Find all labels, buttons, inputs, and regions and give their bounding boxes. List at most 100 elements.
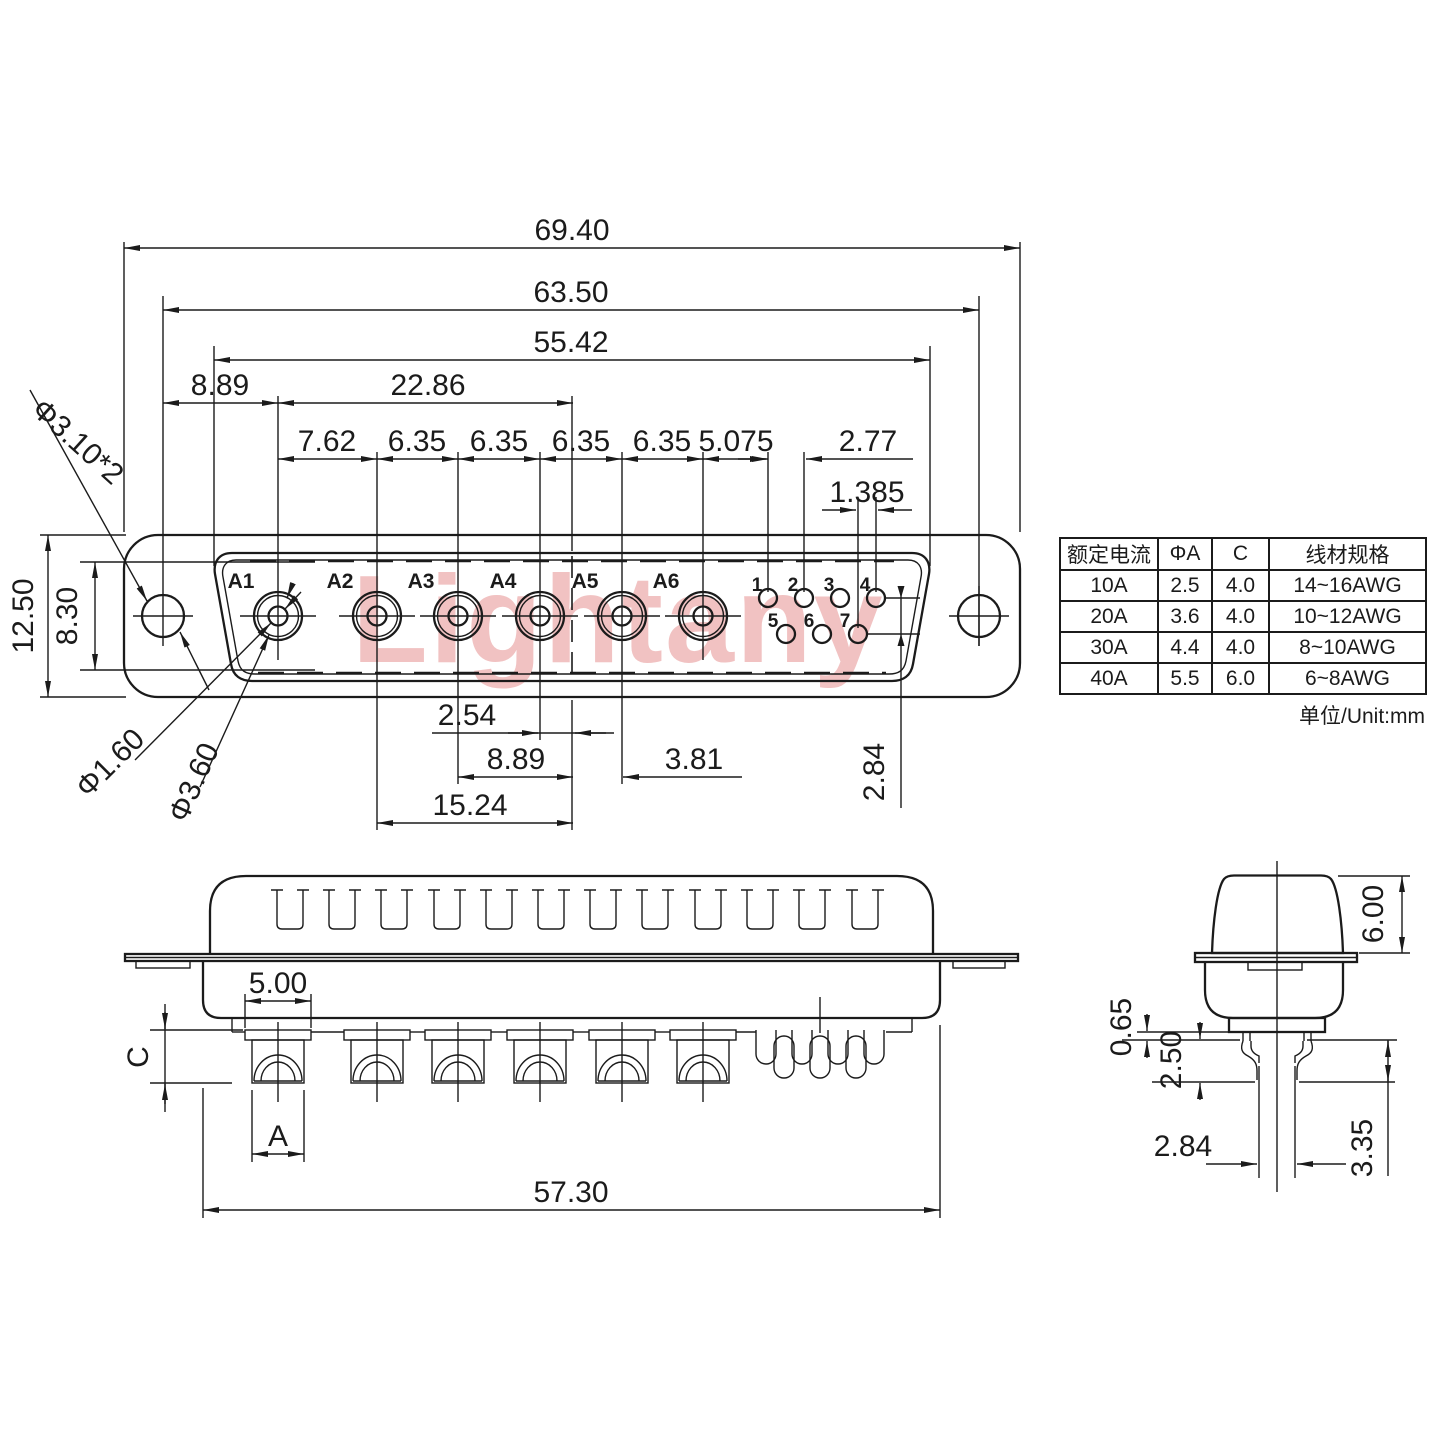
- dim-pin-row-offset: 2.84: [858, 743, 891, 801]
- dim-a1-a2: 7.62: [298, 425, 356, 458]
- spec-row-40a: 40A 5.5 6.0 6~8AWG: [1059, 662, 1427, 695]
- dim-flange-lip: 0.65: [1105, 998, 1138, 1056]
- back-shell-outline: [208, 874, 935, 954]
- unit-note: 单位/Unit:mm: [1299, 705, 1425, 728]
- mount-hole-left: [133, 593, 193, 639]
- solder-cup-a4: [506, 1022, 574, 1102]
- solder-cup-a1: [244, 1022, 312, 1102]
- col-phi-a: ΦA: [1157, 537, 1213, 571]
- cell: 30A: [1059, 631, 1159, 664]
- d-shell-outer: [213, 551, 931, 683]
- dim-shell-height: 8.30: [51, 587, 84, 645]
- solder-cup-a3: [424, 1022, 492, 1102]
- label-pin3: 3: [824, 575, 835, 596]
- cell: 4.0: [1211, 600, 1270, 633]
- label-pin7: 7: [840, 611, 851, 632]
- cell: 20A: [1059, 600, 1159, 633]
- signal-pins: [757, 587, 887, 645]
- label-a6: A6: [653, 570, 680, 593]
- dim-pin-hole-dia: Φ1.60: [70, 722, 152, 804]
- dim-a2-a3: 6.35: [388, 425, 446, 458]
- dim-row-stagger: 1.385: [829, 476, 904, 509]
- label-a3: A3: [408, 570, 435, 593]
- dim-a4-a5: 6.35: [552, 425, 610, 458]
- label-pin6: 6: [804, 611, 815, 632]
- solder-cup-a5: [588, 1022, 656, 1102]
- back-dimensions: 5.00 C A 57.30: [122, 967, 941, 1218]
- contact-a2: [339, 590, 415, 642]
- side-pin-profile: [1240, 1032, 1314, 1178]
- spec-row-10a: 10A 2.5 4.0 14~16AWG: [1059, 569, 1427, 602]
- dim-cup-step-width: 5.00: [249, 967, 307, 1000]
- cell: 10A: [1059, 569, 1159, 602]
- label-pin5: 5: [768, 611, 779, 632]
- dim-total-width: 69.40: [534, 214, 609, 247]
- cell: 5.5: [1157, 662, 1213, 695]
- label-a2: A2: [327, 570, 354, 593]
- solder-cup-a2: [343, 1022, 411, 1102]
- solder-cup-a6: [669, 1022, 737, 1102]
- mount-hole-right: [949, 586, 1009, 646]
- spec-row-20a: 20A 3.6 4.0 10~12AWG: [1059, 600, 1427, 633]
- dim-a4-to-center: 2.54: [438, 699, 496, 732]
- label-pin1: 1: [752, 575, 763, 596]
- dim-mount-hole-spacing: 63.50: [533, 276, 608, 309]
- cell: 8~10AWG: [1268, 631, 1427, 664]
- dim-a2-to-center: 15.24: [432, 789, 507, 822]
- dim-cup-width-label: A: [268, 1120, 288, 1153]
- watermark-text: Lightany: [352, 551, 885, 689]
- dim-pin-pitch: 2.77: [839, 425, 897, 458]
- spec-table-header-row: 额定电流 ΦA C 线材规格: [1059, 537, 1427, 571]
- back-view: 5.00 C A 57.30: [122, 874, 1020, 1218]
- cell: 4.0: [1211, 631, 1270, 664]
- dim-a1-to-center: 22.86: [390, 369, 465, 402]
- side-cap: [1210, 874, 1345, 955]
- contact-a4: [502, 590, 578, 642]
- dim-side-pin-width: 2.84: [1154, 1130, 1212, 1163]
- dim-center-to-a5: 3.81: [665, 743, 723, 776]
- dim-cup-depth-label: C: [122, 1046, 155, 1068]
- cell: 14~16AWG: [1268, 569, 1427, 602]
- flange-outline: [122, 533, 1022, 699]
- cell: 40A: [1059, 662, 1159, 695]
- shell-slots: [271, 889, 884, 930]
- front-top-dimensions: 69.40 63.50 55.42 8.89 22.86 7.62 6.35 6…: [124, 214, 1020, 513]
- back-body: [201, 961, 942, 1020]
- dim-a3-to-center: 8.89: [487, 743, 545, 776]
- col-wire-gauge: 线材规格: [1268, 537, 1427, 571]
- dim-flange-height: 12.50: [7, 578, 40, 653]
- contact-a1: [240, 590, 316, 642]
- front-view: A1 A2 A3 A4 A5 A6 1 2 3 4 5 6 7: [122, 533, 1022, 699]
- dim-cup-inner-depth: 2.50: [1155, 1031, 1188, 1089]
- side-view: 6.00 0.65 2.50 2.84 3.35: [1105, 861, 1410, 1192]
- dim-tail-length: 3.35: [1346, 1119, 1379, 1177]
- cell: 4.0: [1211, 569, 1270, 602]
- dim-hole-to-a1: 8.89: [191, 369, 249, 402]
- dim-a6-pin1: 5.075: [698, 425, 773, 458]
- label-pin4: 4: [860, 575, 871, 596]
- label-pin2: 2: [788, 575, 799, 596]
- dim-a3-a4: 6.35: [470, 425, 528, 458]
- side-step: [1227, 1016, 1327, 1034]
- label-a5: A5: [572, 570, 599, 593]
- dim-cap-height: 6.00: [1357, 885, 1390, 943]
- small-solder-cups: [755, 997, 885, 1079]
- spec-row-30a: 30A 4.4 4.0 8~10AWG: [1059, 631, 1427, 664]
- col-rated-current: 额定电流: [1059, 537, 1159, 571]
- front-left-dimensions: 12.50 8.30: [7, 534, 315, 698]
- cell: 2.5: [1157, 569, 1213, 602]
- dim-shell-width: 55.42: [533, 326, 608, 359]
- dim-back-body-width: 57.30: [533, 1176, 608, 1209]
- cell: 10~12AWG: [1268, 600, 1427, 633]
- spec-table: 额定电流 ΦA C 线材规格 10A 2.5 4.0 14~16AWG 20A …: [1059, 537, 1427, 695]
- dim-contact-hole-dia: Φ3.60: [162, 738, 226, 827]
- contact-a3: [420, 590, 496, 642]
- side-dimensions: 6.00 0.65 2.50 2.84 3.35: [1105, 875, 1410, 1177]
- dim-a5-a6: 6.35: [633, 425, 691, 458]
- cell: 6~8AWG: [1268, 662, 1427, 695]
- label-a1: A1: [228, 570, 255, 593]
- d-shell-inner: [221, 559, 923, 675]
- front-bottom-dimensions: 2.54 8.89 3.81 15.24 2.84: [377, 586, 920, 826]
